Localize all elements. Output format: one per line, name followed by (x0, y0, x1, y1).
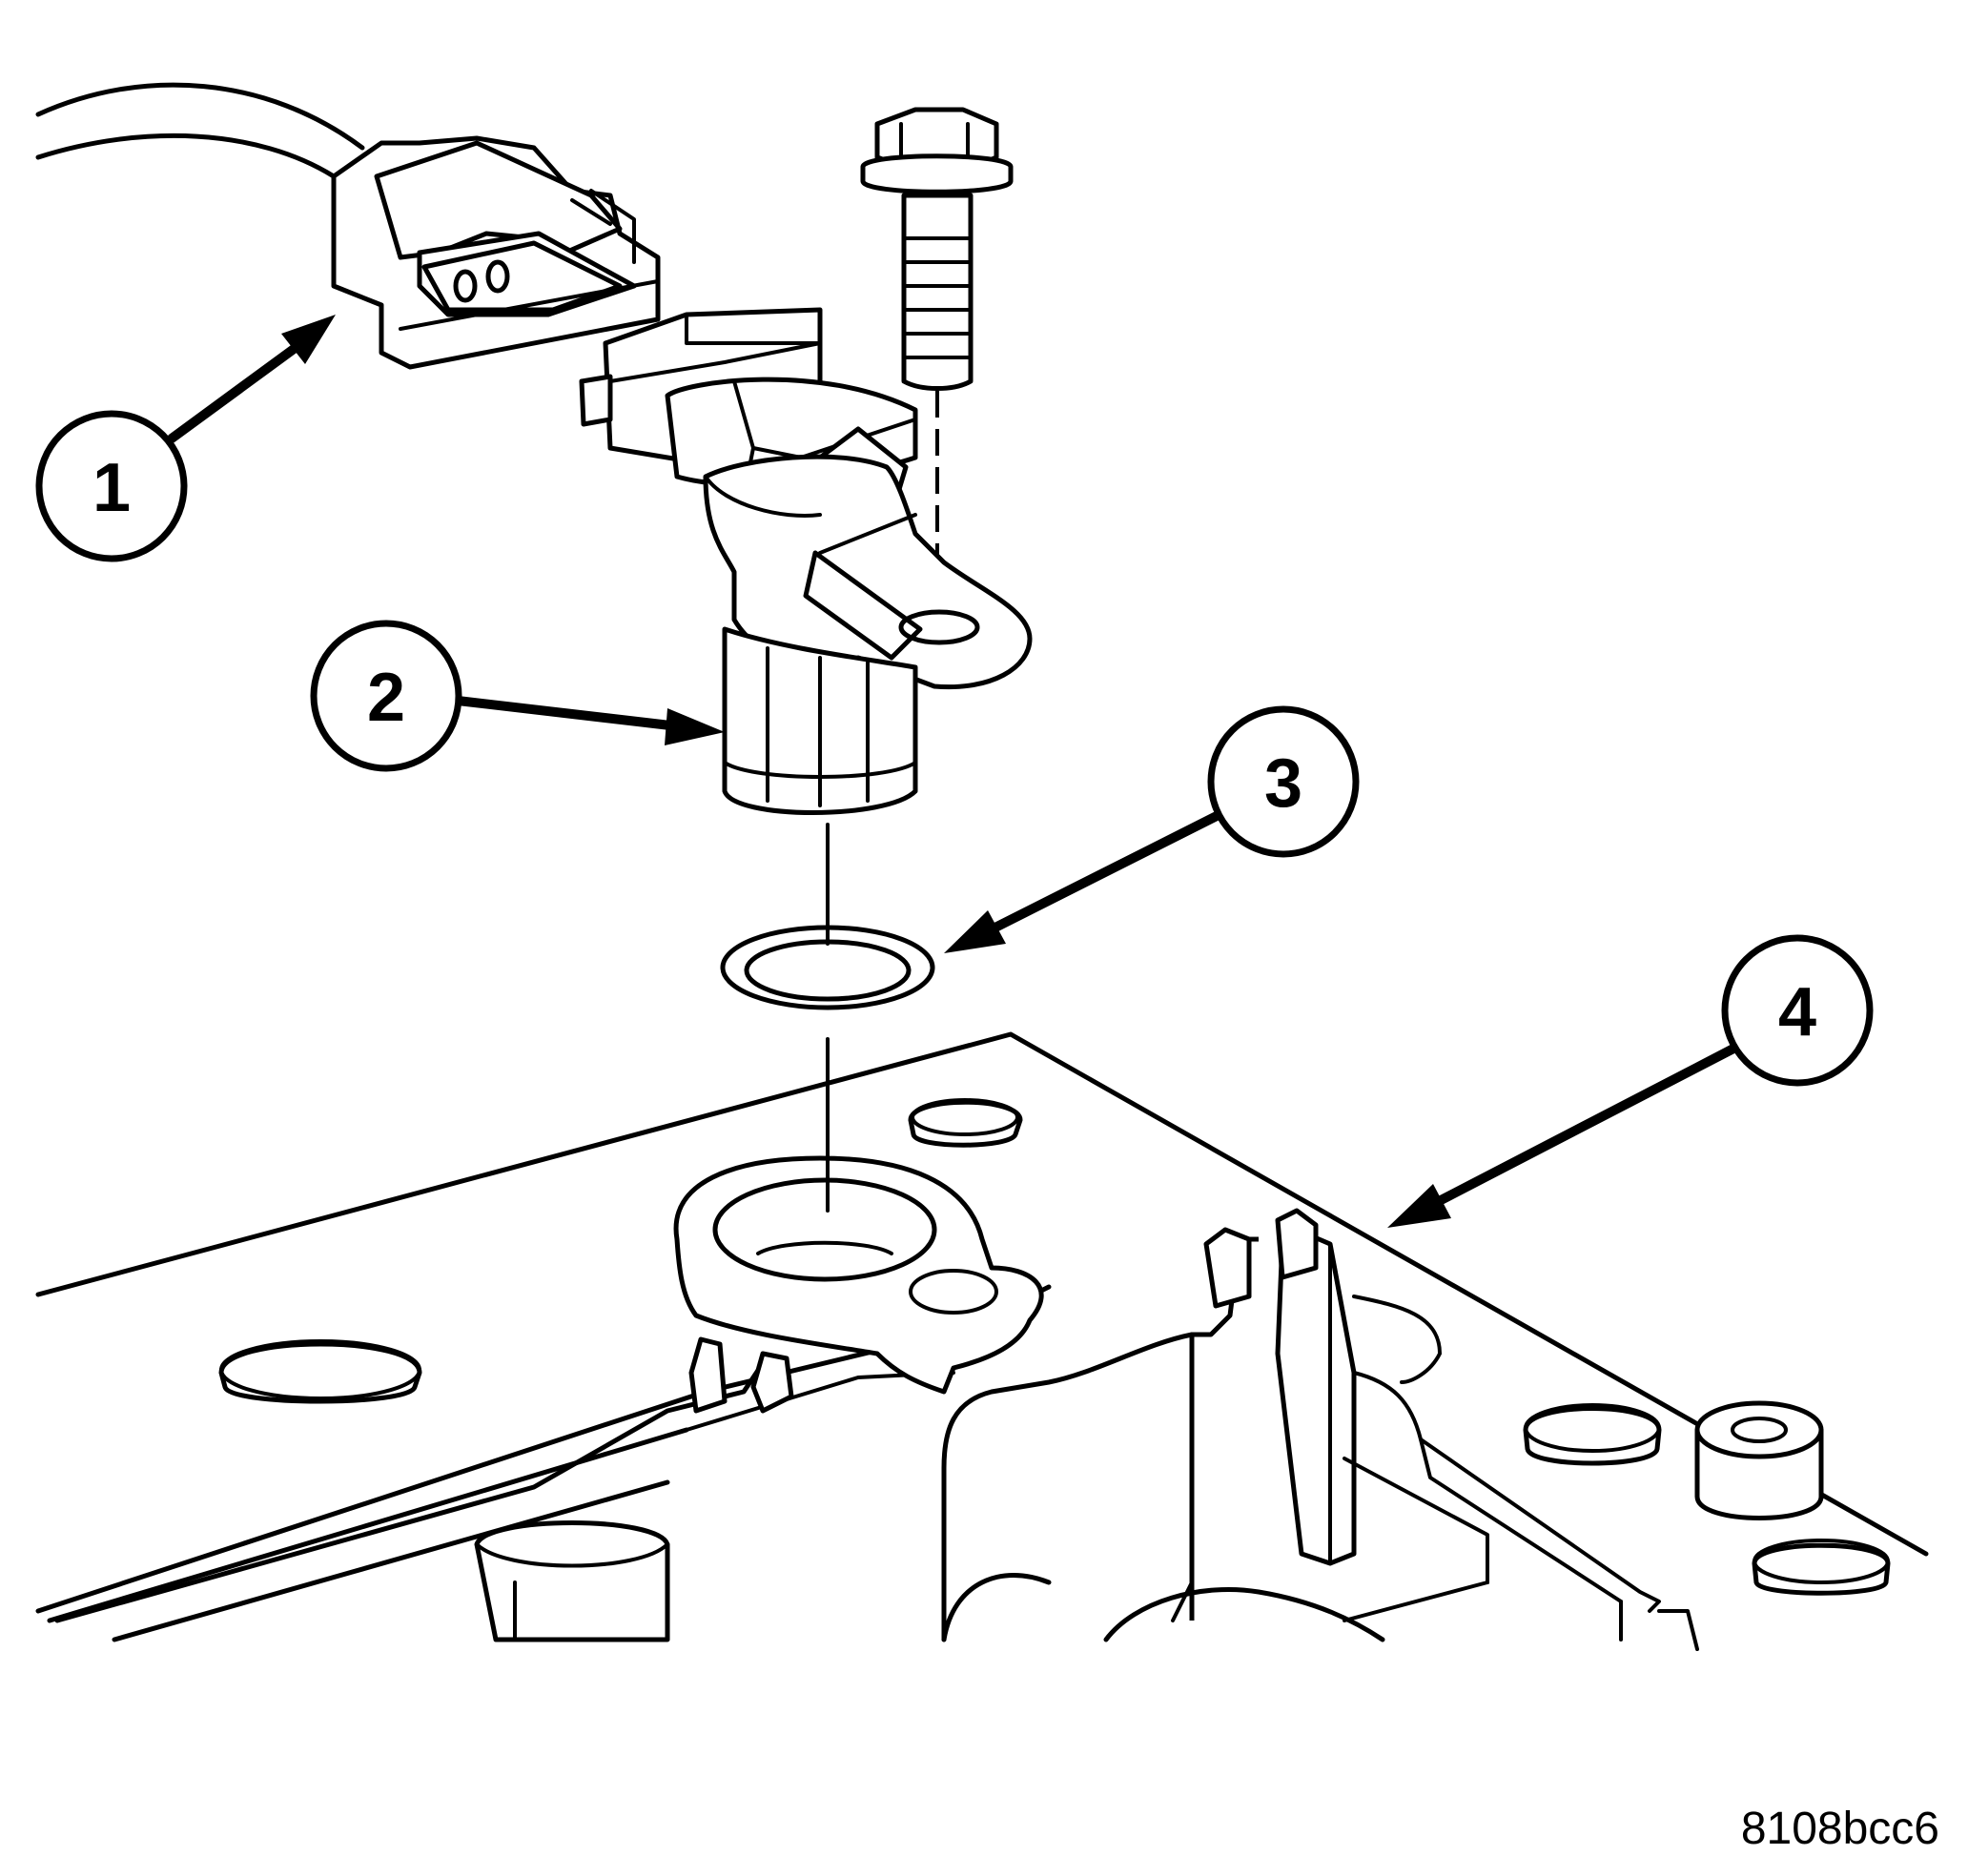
callout-1-number: 1 (92, 450, 131, 526)
figure-id: 8108bcc6 (1740, 1804, 1939, 1854)
callout-3: 3 (1207, 705, 1360, 858)
speed-sensor (579, 307, 1033, 815)
o-ring-seal (720, 925, 935, 1010)
mounting-bolt (860, 107, 1014, 391)
callout-arrow-4 (1387, 1044, 1738, 1228)
callout-4-number: 4 (1778, 974, 1816, 1050)
callout-arrow-1 (167, 315, 336, 443)
wiring-connector (35, 82, 661, 370)
callout-1: 1 (35, 410, 188, 562)
callout-arrow-3 (944, 810, 1223, 953)
callout-3-number: 3 (1264, 745, 1302, 822)
callout-4: 4 (1721, 934, 1874, 1087)
callout-arrow-2 (453, 696, 725, 745)
callout-2-number: 2 (367, 660, 405, 736)
callout-2: 2 (310, 620, 462, 772)
transmission-case (35, 1031, 1929, 1651)
